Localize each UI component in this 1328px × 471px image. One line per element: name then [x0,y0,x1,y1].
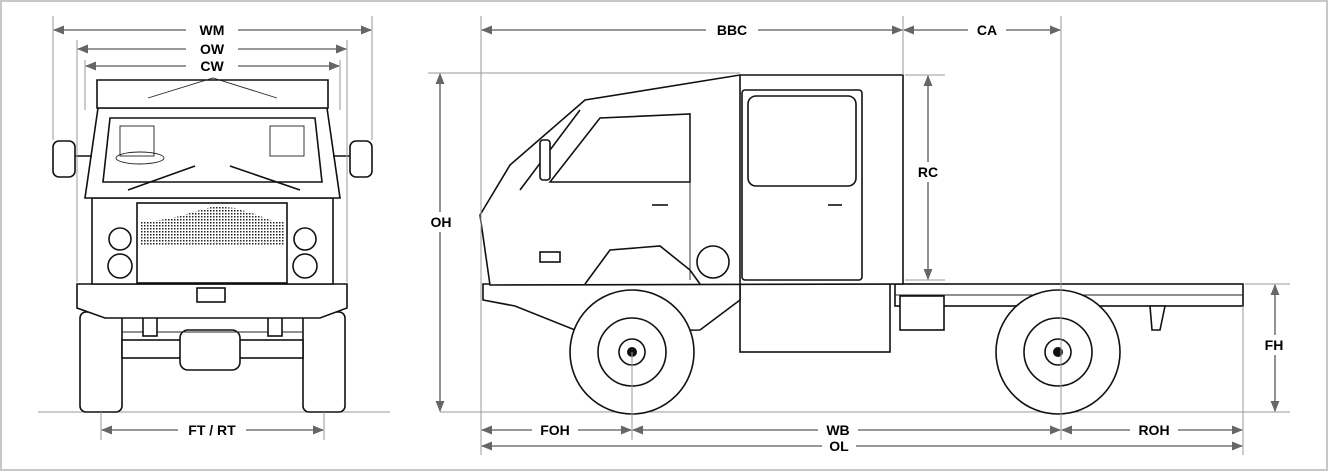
wiper-right [229,165,301,191]
rear-hanger [1149,305,1166,331]
headlight-right-upper [293,227,317,251]
mirror-left [52,140,76,178]
front-dimensions: WM OW CW FT / RT [52,16,373,440]
foh-label: FOH [540,422,570,438]
fh-label: FH [1265,337,1284,353]
truck-side-view [479,74,1244,415]
rc-label: RC [918,164,938,180]
wm-label: WM [200,22,225,38]
seat-right [269,125,305,157]
cw-label: CW [200,58,224,74]
differential [179,329,241,371]
side-dimensions: BBC CA OH RC FH FOH WB ROH OL [428,16,1294,455]
rear-door-window [747,95,857,187]
ca-label: CA [977,22,997,38]
side-mirror [539,139,551,181]
cab-roof [96,79,329,109]
ow-label: OW [200,41,225,57]
oh-label: OH [431,214,452,230]
headlight-left-upper [108,227,132,251]
truck-front-view [52,77,373,413]
wiper-left [127,165,196,191]
bbc-label: BBC [717,22,747,38]
wb-label: WB [826,422,849,438]
roof-crease [147,77,278,99]
seat-left [119,125,155,157]
grille-mesh [140,206,284,245]
fuel-filler [696,245,730,279]
roh-label: ROH [1138,422,1169,438]
steering-wheel [115,151,165,165]
front-left-tire [79,311,123,413]
windshield [102,117,323,183]
ft-rt-label: FT / RT [188,422,236,438]
rear-wheel [995,289,1121,415]
headlight-right-lower [292,253,318,279]
headlight-left-lower [107,253,133,279]
air-tank [899,295,945,331]
ol-label: OL [829,438,849,454]
front-right-tire [302,311,346,413]
battery-box [739,281,891,353]
side-marker-light [539,251,561,263]
mirror-right [349,140,373,178]
tow-hook-plate [196,287,226,303]
front-wheel-arch [584,245,701,285]
